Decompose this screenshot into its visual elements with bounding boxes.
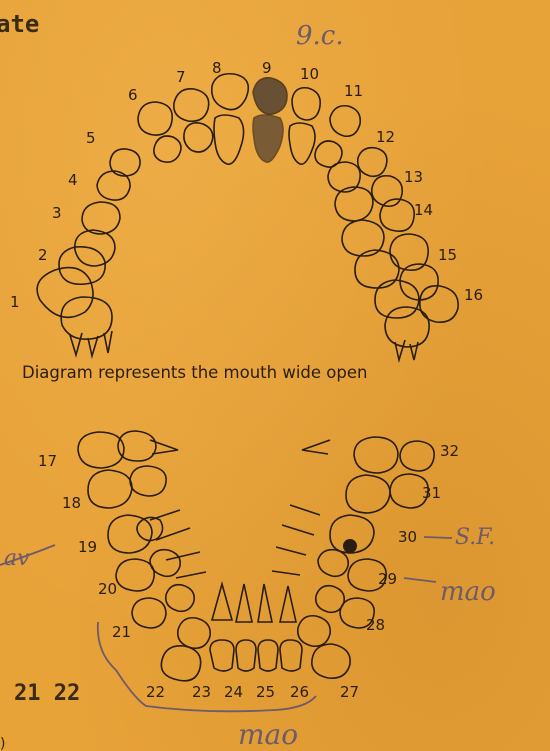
tooth-number-14: 14 <box>414 201 433 219</box>
tooth-number-32: 32 <box>440 442 459 460</box>
tooth-number-12: 12 <box>376 128 395 146</box>
tooth-number-9: 9 <box>262 59 272 77</box>
tooth-number-31: 31 <box>422 484 441 502</box>
tooth30-note: S.F. <box>455 525 495 550</box>
tooth-number-19: 19 <box>78 538 97 556</box>
tooth-number-22: 22 <box>146 683 165 701</box>
top-pencil-mark: 9.c. <box>296 21 344 51</box>
tooth-number-8: 8 <box>212 59 222 77</box>
tooth-number-28: 28 <box>366 616 385 634</box>
tooth-number-1: 1 <box>10 293 20 311</box>
tooth-number-18: 18 <box>62 494 81 512</box>
tooth-number-16: 16 <box>464 286 483 304</box>
bottom-pencil-note: mao <box>238 718 298 751</box>
lower-number-labels: 17 18 19 20 21 22 23 24 25 26 27 28 29 3… <box>38 442 459 701</box>
tooth-number-23: 23 <box>192 683 211 701</box>
diagram-caption: Diagram represents the mouth wide open <box>22 363 367 382</box>
tooth-number-11: 11 <box>344 82 363 100</box>
tooth-number-6: 6 <box>128 86 138 104</box>
tooth-number-17: 17 <box>38 452 57 470</box>
tooth-number-25: 25 <box>256 683 275 701</box>
tooth-number-15: 15 <box>438 246 457 264</box>
tooth-number-10: 10 <box>300 65 319 83</box>
tooth-number-4: 4 <box>68 171 78 189</box>
bottom-bracket: ) <box>0 736 5 751</box>
tooth-number-29: 29 <box>378 570 397 588</box>
tooth-number-27: 27 <box>340 683 359 701</box>
tooth-number-30: 30 <box>398 528 417 546</box>
upper-arch <box>37 74 458 360</box>
tooth-number-2: 2 <box>38 246 48 264</box>
header-fragment: ate <box>0 10 39 38</box>
tooth-number-5: 5 <box>86 129 96 147</box>
typed-tooth-numbers: 21 22 <box>14 681 80 706</box>
tooth-number-13: 13 <box>404 168 423 186</box>
tooth-number-21: 21 <box>112 623 131 641</box>
tooth-number-20: 20 <box>98 580 117 598</box>
tooth29-note: mao <box>440 577 496 607</box>
lower-arch <box>78 431 434 681</box>
tooth-number-26: 26 <box>290 683 309 701</box>
tooth-number-3: 3 <box>52 204 62 222</box>
left-pencil-word: av <box>4 546 30 571</box>
tooth-number-24: 24 <box>224 683 243 701</box>
tooth-number-7: 7 <box>176 68 186 86</box>
